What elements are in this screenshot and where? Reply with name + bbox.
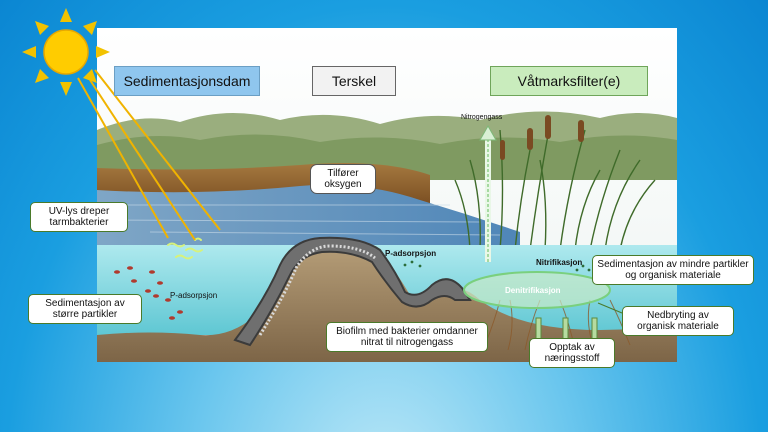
header-threshold: Terskel [312, 66, 396, 96]
callout-sedimentation-small: Sedimentasjon av mindre partikler og org… [592, 255, 754, 285]
callout-sedimentation-large: Sedimentasjon av større partikler [28, 294, 142, 324]
denitrification-zone [463, 271, 611, 309]
callout-nutrient-uptake: Opptak av næringsstoff [529, 338, 615, 368]
callout-uv-light: UV-lys dreper tarmbakterier [30, 202, 128, 232]
label-denitrification: Denitrifikasjon [505, 286, 561, 295]
stream [97, 184, 520, 245]
sun-rays [77, 69, 221, 241]
small-particles [403, 260, 591, 272]
callout-biofilm: Biofilm med bakterier omdanner nitrat ti… [326, 322, 488, 352]
sediment-particles [114, 266, 183, 320]
header-wetland-filter: Våtmarksfilter(e) [490, 66, 648, 96]
callout-decomposition: Nedbryting av organisk materiale [622, 306, 734, 336]
sun-icon [22, 8, 110, 96]
threshold-berm [233, 236, 472, 347]
decomposition-leader [597, 302, 623, 314]
label-nitrogen-gas: Nitrogengass [461, 114, 503, 121]
nitrogen-gas-arrow [479, 124, 497, 262]
label-p-adsorption-middle: P-adsorpsjon [385, 249, 437, 258]
label-nitrification: Nitrifikasjon [536, 258, 583, 267]
label-p-adsorption-left: P-adsorpsjon [170, 291, 218, 300]
header-sedimentation-pond: Sedimentasjonsdam [114, 66, 260, 96]
callout-adds-oxygen: Tilfører oksygen [310, 164, 376, 194]
cattail-heads [500, 115, 584, 160]
